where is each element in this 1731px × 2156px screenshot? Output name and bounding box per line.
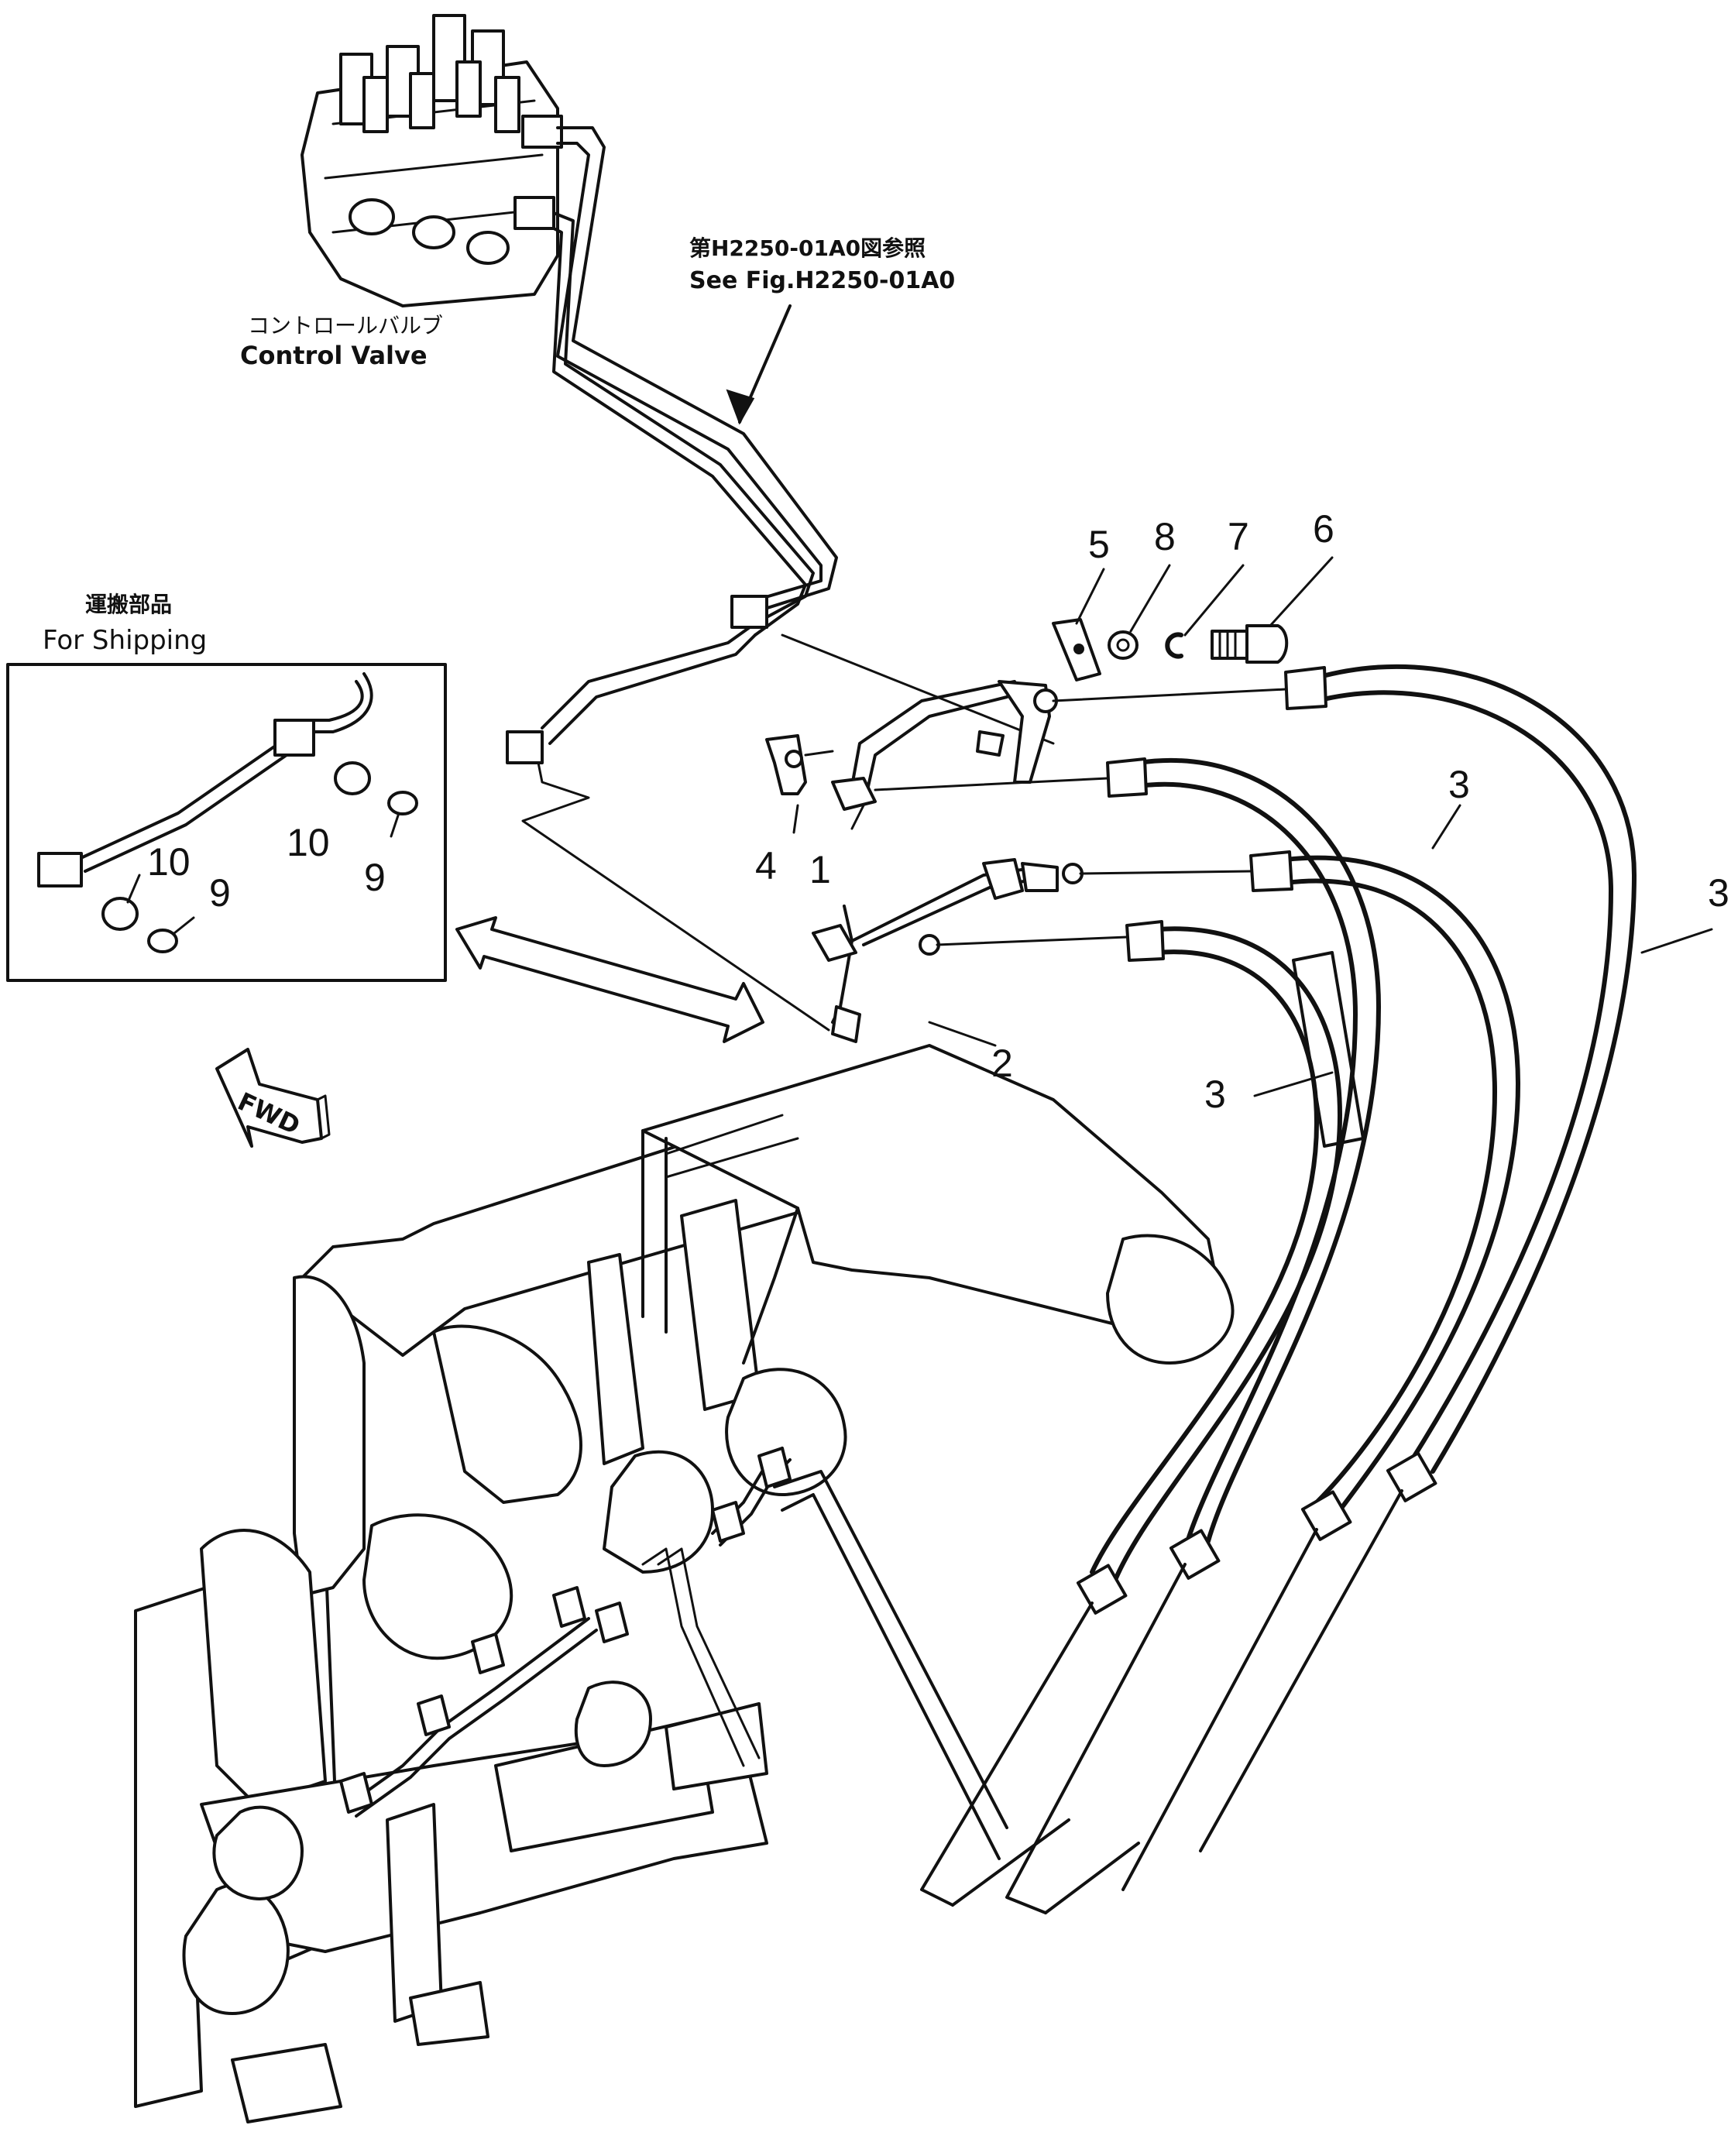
machine-body xyxy=(134,1044,1235,2123)
shipping-box xyxy=(6,663,447,982)
callout-3-right: 3 xyxy=(1708,871,1729,915)
parts-fittings xyxy=(765,618,1289,1043)
part-6-bolt-shank xyxy=(1211,630,1248,660)
hose-b-fitting xyxy=(1106,757,1148,798)
callout-3-left: 3 xyxy=(1204,1073,1226,1116)
shipping-nut-10a xyxy=(334,761,371,795)
fwd-arrow xyxy=(215,1048,331,1148)
part-2-fitting-c xyxy=(831,1005,861,1043)
hoses xyxy=(920,664,1637,1914)
callout-leaders xyxy=(792,556,1713,1097)
see-fig-label-jp: 第H2250-01A0図参照 xyxy=(689,235,926,261)
part-2-fitting-a xyxy=(812,924,857,962)
shipping-pipe-fitting-bottom xyxy=(37,852,83,887)
shipping-plug-9b xyxy=(147,929,178,953)
callout-10a: 10 xyxy=(287,821,330,864)
shipping-nut-10b xyxy=(101,897,139,931)
connection-leaders xyxy=(874,688,1287,946)
callout-7: 7 xyxy=(1228,515,1249,558)
shipping-plug-9a xyxy=(387,791,418,815)
callout-1: 1 xyxy=(809,848,831,891)
callout-9b: 9 xyxy=(209,871,231,915)
text-labels: コントロールバルブ Control Valve 第H2250-01A0図参照 S… xyxy=(43,235,1729,1141)
callout-9a: 9 xyxy=(364,856,386,899)
hose-d-end-fitting xyxy=(1076,1564,1128,1615)
shipping-label-en: For Shipping xyxy=(43,625,207,656)
part-7-lockwasher xyxy=(1165,632,1183,659)
callout-3-top: 3 xyxy=(1448,763,1470,806)
machine-tubing xyxy=(339,1447,1008,1860)
control-valve-drawing xyxy=(301,14,563,307)
shipping-inset xyxy=(6,663,447,982)
see-fig-arrow xyxy=(726,304,792,425)
double-arrow xyxy=(455,916,764,1043)
hose-c-end-fitting xyxy=(1300,1490,1352,1541)
valve-pipes xyxy=(506,126,1055,1032)
part-1-fitting xyxy=(831,777,877,811)
shipping-pipe-fitting-top xyxy=(273,719,315,757)
callout-2: 2 xyxy=(991,1042,1013,1085)
hose-c-fitting xyxy=(1249,850,1293,892)
hose-a-fitting xyxy=(1284,666,1327,710)
see-fig-label-en: See Fig.H2250-01A0 xyxy=(689,267,955,294)
control-valve-label-jp: コントロールバルブ xyxy=(248,313,443,338)
callout-8: 8 xyxy=(1154,515,1176,558)
pipe-tee-upper xyxy=(730,595,768,629)
part-2-fitting-b xyxy=(982,858,1024,900)
shipping-label-jp: 運搬部品 xyxy=(85,592,172,617)
hose-d-fitting xyxy=(1125,920,1165,962)
hose-a-end-fitting xyxy=(1386,1451,1437,1502)
part-6-bolt-head xyxy=(1245,624,1289,664)
pipe-tee-lower xyxy=(506,730,544,764)
hose-bracket xyxy=(1292,951,1365,1148)
callout-5: 5 xyxy=(1088,523,1110,566)
callout-10b: 10 xyxy=(147,840,191,884)
callout-6: 6 xyxy=(1313,507,1334,551)
control-valve-label-en: Control Valve xyxy=(240,341,428,370)
callout-4: 4 xyxy=(755,844,777,887)
